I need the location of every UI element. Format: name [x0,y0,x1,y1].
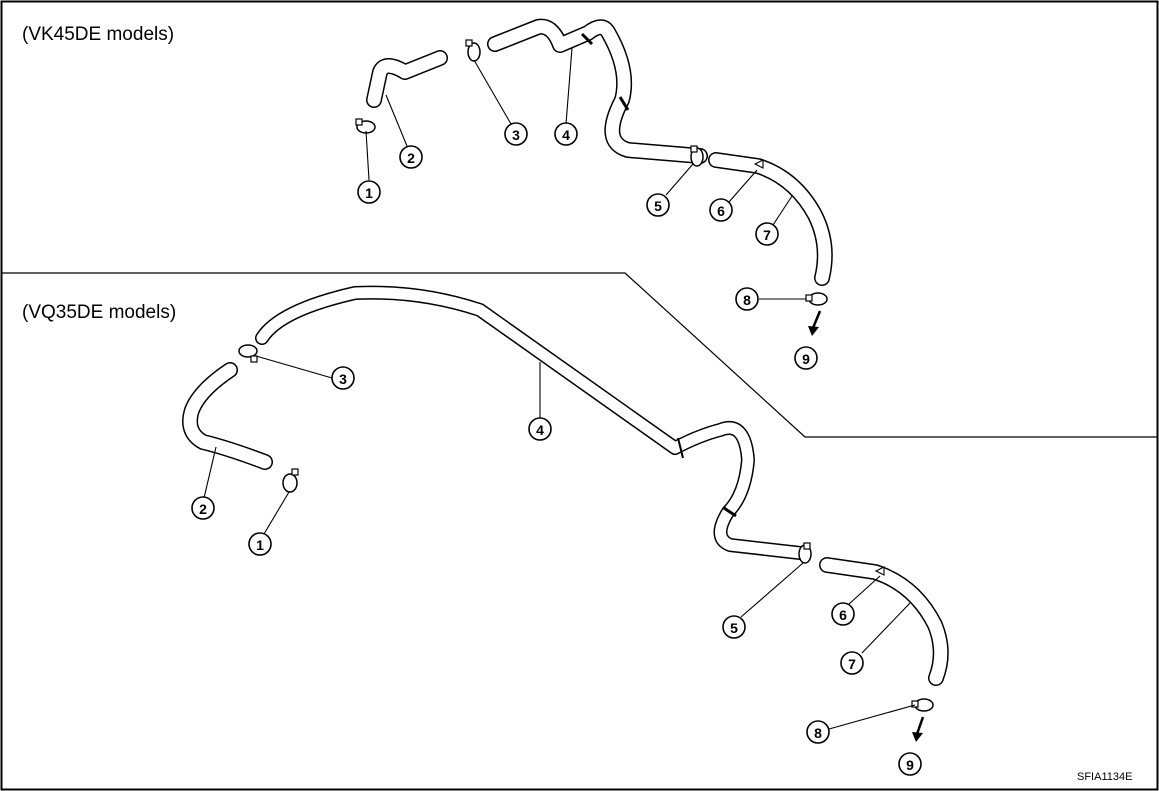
svg-text:4: 4 [562,127,570,143]
vk-callout-6: 6 [709,198,733,222]
vk-callout-3: 3 [504,122,528,146]
figure-code: SFIA1134E [1077,771,1132,783]
svg-text:1: 1 [256,537,264,553]
vq-clamp-3 [238,344,258,363]
vq35de-panel: 1 2 3 4 5 6 7 8 [182,285,949,776]
svg-text:1: 1 [365,185,373,201]
svg-text:5: 5 [654,198,662,214]
vq-hose-7 [819,557,949,686]
vk-callout-9: 9 [794,346,818,370]
vq-callout-4: 4 [528,417,552,441]
vq-clamp-8 [911,698,934,712]
vk-clamp-1 [355,118,376,134]
vq-callout-2: 2 [191,496,215,520]
svg-text:5: 5 [730,620,738,636]
vq-hose-2 [182,362,273,470]
vk-clamp-8 [805,292,828,306]
vk-callout-1: 1 [357,180,381,204]
svg-text:7: 7 [763,227,771,243]
svg-text:8: 8 [814,725,822,741]
vk-hose-4 [487,18,708,164]
vq-clamp-1 [282,468,299,493]
vk-callout-5: 5 [646,193,670,217]
vk-hose-2 [366,50,448,108]
vq-hose-4 [255,285,807,560]
vk-hose-7 [708,152,833,286]
vk-clamp-3 [465,39,481,62]
vk45de-panel: 1 2 3 4 5 6 7 8 [355,18,833,370]
vk-clamp-5 [690,145,704,167]
vk-callout-8: 8 [735,287,759,311]
vq-callout-1: 1 [248,532,272,556]
svg-text:2: 2 [199,501,207,517]
vq-callout-5: 5 [722,615,746,639]
vq-callout-9: 9 [898,752,922,776]
vk45de-panel-title: (VK45DE models) [22,24,174,45]
vk-callout-4: 4 [554,122,578,146]
vq35de-panel-title: (VQ35DE models) [22,302,176,323]
vk-callout-2: 2 [399,145,423,169]
vq-clamp-5 [798,542,812,564]
svg-text:3: 3 [512,127,520,143]
vq-callout-3: 3 [331,366,355,390]
svg-text:9: 9 [802,351,810,367]
vq-callout-6: 6 [831,602,855,626]
vq-callout-8: 8 [806,720,830,744]
vq-flow-arrow [915,716,925,735]
svg-text:3: 3 [339,371,347,387]
panel-divider [2,272,1157,438]
vk-callout-7: 7 [755,222,779,246]
svg-text:7: 7 [848,656,856,672]
svg-text:6: 6 [839,607,847,623]
vk-flow-arrow [811,310,822,329]
svg-text:2: 2 [407,150,415,166]
vq-callout-7: 7 [840,651,864,675]
svg-text:8: 8 [743,292,751,308]
svg-text:9: 9 [906,757,914,773]
svg-text:4: 4 [536,422,544,438]
svg-text:6: 6 [717,203,725,219]
